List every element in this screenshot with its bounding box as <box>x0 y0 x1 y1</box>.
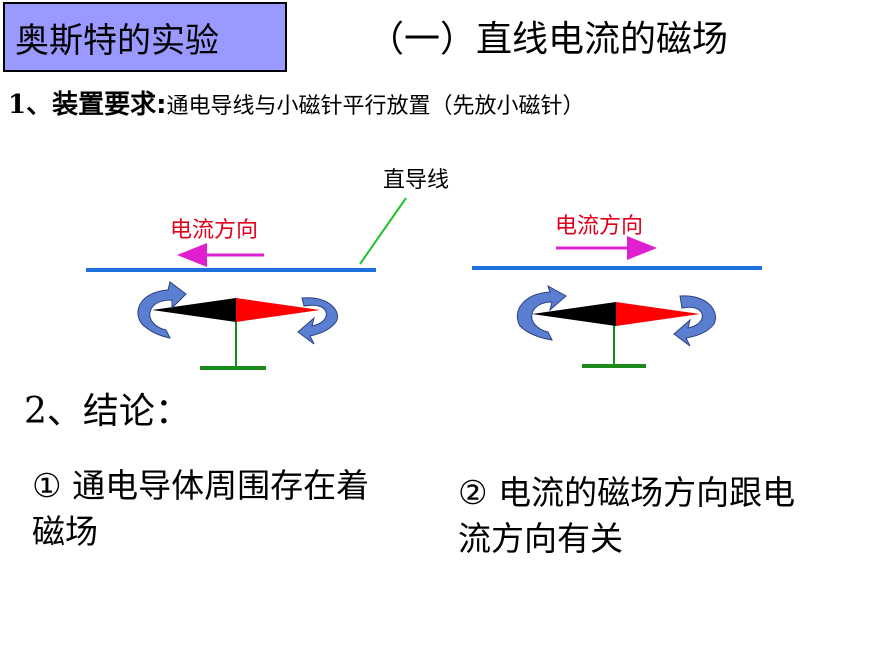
right-needle-black-end <box>532 302 616 326</box>
right-rotation-arrow-east <box>673 295 716 347</box>
left-rotation-arrow-east <box>297 297 338 345</box>
right-current-label: 电流方向 <box>555 214 644 239</box>
experiment-title: 奥斯特的实验 <box>15 20 219 61</box>
left-rotation-arrow-west <box>137 281 187 339</box>
experiment-title-badge: 奥斯特的实验 <box>3 2 287 72</box>
right-rotation-arrow-west <box>516 284 567 341</box>
requirement-number: 1、 <box>8 90 53 120</box>
requirement-lead: 装置要求: <box>52 90 167 120</box>
requirement-line: 1、装置要求:通电导线与小磁针平行放置（先放小磁针） <box>8 84 585 121</box>
left-needle-red-end <box>236 298 320 322</box>
conclusion-heading: 2、结论： <box>24 391 191 432</box>
conclusion-item-1: ① 通电导体周围存在着磁场 <box>32 466 370 551</box>
left-setup <box>86 243 376 370</box>
conclusion-item-2: ② 电流的磁场方向跟电流方向有关 <box>458 473 796 558</box>
right-setup <box>472 236 762 368</box>
left-needle-black-end <box>152 298 236 322</box>
left-current-label: 电流方向 <box>170 218 259 243</box>
requirement-text: 通电导线与小磁针平行放置（先放小磁针） <box>166 94 585 119</box>
wire-label-pointer <box>359 197 407 265</box>
right-needle-red-end <box>616 302 700 326</box>
section-title: （一）直线电流的磁场 <box>368 19 729 60</box>
wire-label: 直导线 <box>383 168 450 193</box>
